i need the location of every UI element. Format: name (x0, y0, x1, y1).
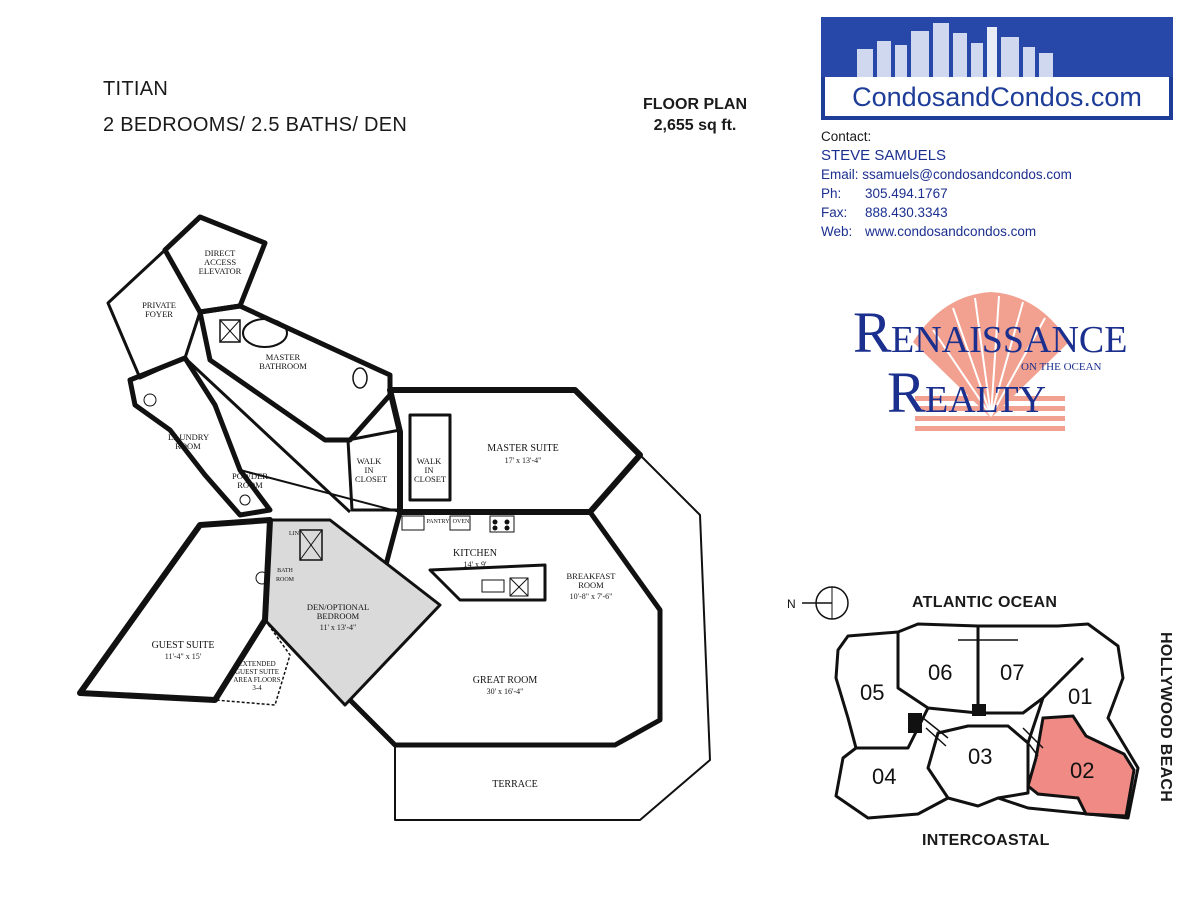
label-foyer: PRIVATE FOYER (142, 300, 176, 319)
unit-01[interactable]: 01 (1068, 684, 1092, 709)
label-walk-in-closet-1: WALK IN CLOSET (355, 456, 388, 484)
renaissance-realty-logo: R ENAISSANCE R EALTY ON THE OCEAN (853, 290, 1128, 435)
phone-number[interactable]: 305.494.1767 (865, 186, 948, 201)
fax-label: Fax: (821, 205, 848, 220)
dim-breakfast: 10'-8" x 7'-6" (569, 592, 613, 601)
phone-label: Ph: (821, 186, 842, 201)
label-breakfast: BREAKFAST ROOM (566, 571, 616, 590)
unit-02-highlight[interactable] (1026, 714, 1136, 818)
floor-plan-area: 2,655 sq ft. (653, 117, 737, 134)
label-master-bath: MASTER BATHROOM (259, 352, 307, 371)
unit-layout: 2 BEDROOMS/ 2.5 BATHS/ DEN (103, 114, 408, 136)
label-den: DEN/OPTIONAL BEDROOM (306, 602, 370, 621)
dim-guest-suite: 11'-4" x 15' (164, 652, 202, 661)
contact-block: Contact: STEVE SAMUELS Email: ssamuels@c… (821, 127, 1072, 241)
label-bath: BATH ROOM (275, 568, 294, 583)
building-name: TITIAN (103, 78, 169, 100)
north-label: N (787, 597, 796, 611)
label-hollywood-beach: HOLLYWOOD BEACH (1157, 632, 1174, 803)
north-arrow: N (786, 586, 856, 620)
unit-04[interactable]: 04 (872, 764, 896, 789)
label-kitchen: KITCHEN (453, 548, 497, 559)
label-walk-in-closet-2: WALK IN CLOSET (414, 456, 447, 484)
unit-02[interactable]: 02 (1070, 758, 1094, 783)
email-label: Email: (821, 167, 859, 182)
label-lin: LIN (289, 531, 299, 537)
label-atlantic-ocean: ATLANTIC OCEAN (912, 594, 1058, 611)
dim-kitchen: 14' x 9' (463, 560, 487, 569)
key-plan: 05 06 07 01 04 03 02 (828, 618, 1148, 828)
condosandcondos-logo: CondosandCondos.com (821, 17, 1173, 120)
realty-r1: R (853, 300, 892, 365)
realty-tagline: ON THE OCEAN (1021, 361, 1102, 373)
email-link[interactable]: ssamuels@condosandcondos.com (862, 167, 1072, 182)
fax-number: 888.430.3343 (865, 205, 948, 220)
floor-plan-drawing: DIRECT ACCESS ELEVATOR PRIVATE FOYER MAS… (0, 200, 740, 840)
dim-great-room: 30' x 16'-4" (486, 687, 524, 696)
web-label: Web: (821, 224, 853, 239)
label-guest-suite: GUEST SUITE (151, 640, 215, 651)
label-powder: POWDER ROOM (232, 471, 268, 490)
unit-03[interactable]: 03 (968, 744, 992, 769)
label-intercoastal: INTERCOASTAL (922, 832, 1050, 849)
dim-master-suite: 17' x 13'-4" (504, 456, 542, 465)
label-great-room: GREAT ROOM (472, 675, 538, 686)
unit-07[interactable]: 07 (1000, 660, 1024, 685)
unit-06[interactable]: 06 (928, 660, 952, 685)
unit-05[interactable]: 05 (860, 680, 884, 705)
web-link[interactable]: www.condosandcondos.com (865, 224, 1037, 239)
floor-plan-label: FLOOR PLAN (643, 96, 747, 113)
label-oven: OVEN (452, 519, 470, 525)
label-pantry: PANTRY (426, 519, 450, 525)
label-laundry: LAUNDRY ROOM (168, 432, 210, 451)
contact-heading: Contact: (821, 129, 872, 144)
realty-line1: ENAISSANCE (891, 319, 1127, 361)
label-terrace: TERRACE (492, 779, 538, 790)
realty-line2: EALTY (925, 379, 1046, 421)
compass-icon (802, 586, 849, 620)
agent-name: STEVE SAMUELS (821, 147, 947, 164)
label-elevator: DIRECT ACCESS ELEVATOR (198, 248, 242, 276)
label-extended-guest: EXTENDED GUEST SUITE AREA FLOORS 3-4 (233, 660, 281, 692)
dim-den: 11' x 13'-4" (319, 623, 357, 632)
label-master-suite: MASTER SUITE (487, 443, 559, 454)
logo-text: CondosandCondos.com (852, 82, 1142, 112)
floor-plan-heading: FLOOR PLAN 2,655 sq ft. (620, 94, 770, 136)
realty-r2: R (887, 360, 926, 425)
